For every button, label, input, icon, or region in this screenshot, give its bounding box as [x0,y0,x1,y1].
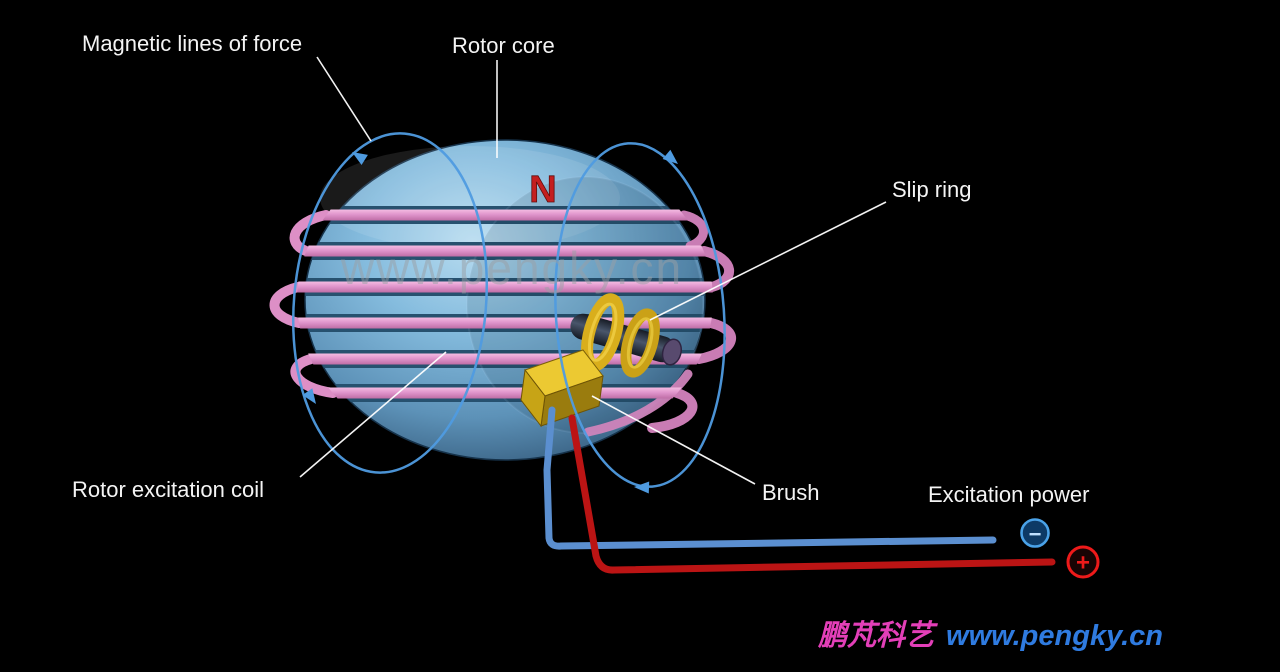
minus-terminal-icon [1020,518,1050,548]
coil-end-turn-left [290,354,338,398]
label-excitation-power: Excitation power [928,482,1089,507]
field-arrow-icon [352,152,368,166]
plus-terminal: + [1066,545,1100,579]
label-rotor-core: Rotor core [452,33,555,58]
coil-front-winding [583,369,693,437]
slip-ring-2 [620,308,660,378]
label-magnetic-lines: Magnetic lines of force [82,31,302,56]
slip-ring-1-highlight [587,302,618,362]
field-arrow-icon [634,481,650,494]
wire-red-positive [568,414,1056,574]
rotor-excitation-coils [269,209,736,437]
north-pole-label: N [529,169,556,211]
label-slip-ring: Slip ring [892,177,971,202]
field-arrow-icon [662,149,678,164]
leader-lines [299,56,887,485]
labels: Magnetic lines of force Rotor core Slip … [72,31,1089,507]
footer-watermark-url: www.pengky.cn [946,620,1163,652]
coil-end-turn-right [679,210,708,251]
minus-terminal-symbol: − [1029,522,1042,547]
leader-magnetic-lines [316,56,372,142]
plus-terminal-icon [1066,545,1100,579]
magnetic-field-lines [291,132,726,494]
field-line-right-loop [554,142,726,488]
field-arrow-icon [302,388,316,404]
wire-blue-negative [543,406,997,550]
leader-brush [591,395,756,485]
minus-terminal: − [1020,518,1050,548]
plus-terminal-symbol: + [1076,550,1090,577]
center-watermark: www.pengky.cn [340,242,683,294]
brush-side-face [520,368,546,428]
slip-ring-2-highlight [626,317,654,369]
excitation-power-terminals: − + [1020,518,1100,579]
coil-end-turn-right [699,246,735,292]
label-brush: Brush [762,480,819,505]
field-line-left-loop [291,132,489,474]
footer-watermark-cjk: 鹏芃科艺 [817,620,938,652]
leader-slip-ring [649,201,887,321]
coil-end-turn-right [694,318,736,364]
coil-end-turn-right [647,388,698,433]
label-rotor-excitation-coil: Rotor excitation coil [72,477,264,502]
shaft-end-cap [661,338,683,366]
coil-end-turn-left [269,282,304,328]
leader-rotor-excitation-coil [299,351,447,478]
excitation-wires [543,406,1056,574]
